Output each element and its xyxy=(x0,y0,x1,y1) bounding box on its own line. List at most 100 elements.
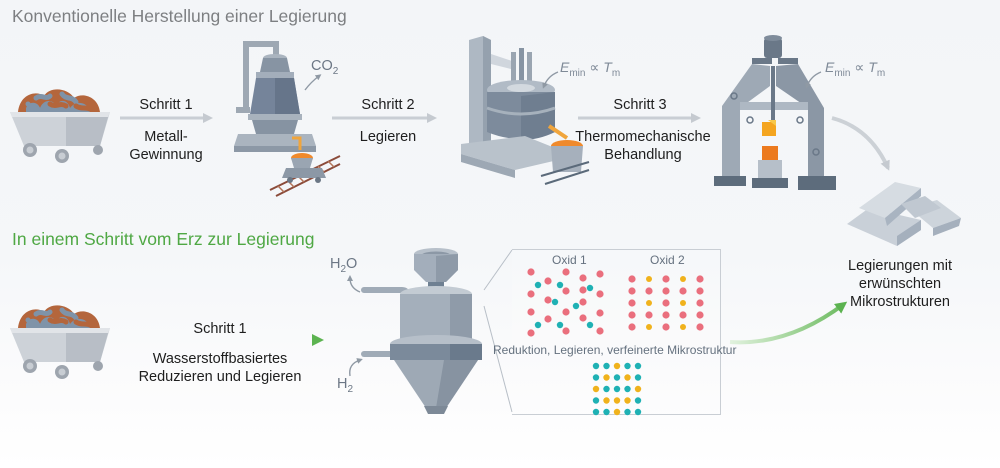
oxide1-metal-atom xyxy=(527,268,535,276)
one-step-description-line2: Reduzieren und Legieren xyxy=(138,369,302,385)
one-step-route-title: In einem Schritt vom Erz zur Legierung xyxy=(12,229,315,249)
oxide2-atom xyxy=(696,311,704,319)
alloy-atom xyxy=(634,374,642,381)
oxide1-interstitial-atom xyxy=(534,281,542,289)
alloy-atom xyxy=(592,385,600,393)
alloy-atom xyxy=(624,374,631,381)
step2-description-line1: Legieren xyxy=(359,129,417,145)
alloy-atom xyxy=(634,408,642,416)
step1-label: Schritt 1 xyxy=(139,97,193,113)
oxide2-atom xyxy=(696,323,704,331)
oxide1-metal-atom xyxy=(562,327,570,335)
oxide2-atom xyxy=(696,275,704,283)
oxide1-interstitial-atom xyxy=(551,298,559,306)
oxide2-atom xyxy=(662,323,670,331)
alloy-atom xyxy=(592,408,600,416)
step1-description: Metall- Gewinnung xyxy=(118,128,214,164)
oxide2-atom xyxy=(696,287,704,295)
step2-arrow xyxy=(332,113,437,123)
oxide1-metal-atom xyxy=(544,296,552,304)
alloy-atom xyxy=(613,362,621,370)
oxide2-atom xyxy=(662,311,670,319)
result-label-line1: Legierungen mit xyxy=(848,258,952,274)
forging-press-icon xyxy=(714,35,836,190)
oxide2-label: Oxid 2 xyxy=(650,253,685,267)
oxide1-metal-atom xyxy=(544,277,552,285)
oxide1-metal-atom xyxy=(579,298,587,306)
co2-label: CO2 xyxy=(311,58,339,77)
oxide1-interstitial-atom xyxy=(586,284,594,292)
h2o-exhaust-arrow xyxy=(347,275,361,293)
oxide2-atom xyxy=(662,299,670,307)
alloy-atom xyxy=(592,362,600,370)
step3-description-line2: Behandlung xyxy=(604,147,682,163)
step3-label: Schritt 3 xyxy=(613,97,667,113)
oxide2-atom xyxy=(646,300,652,306)
conventional-route-title: Konventionelle Herstellung einer Legieru… xyxy=(12,6,347,26)
oxide1-interstitial-atom xyxy=(586,321,594,329)
one-step-description: Wasserstoffbasiertes Reduzieren und Legi… xyxy=(130,350,310,386)
oxide1-metal-atom xyxy=(579,286,587,294)
oxide1-metal-atom xyxy=(596,290,604,298)
h2-label: H2 xyxy=(337,376,354,395)
step2-description: Legieren xyxy=(340,128,436,146)
result-label-line2: erwünschten xyxy=(858,276,942,292)
step3-description: Thermomechanische Behandlung xyxy=(568,128,718,164)
press-to-ingots-arrow xyxy=(831,116,890,171)
oxide1-metal-atom xyxy=(527,329,535,337)
alloy-atom xyxy=(613,397,621,404)
step3-arrow xyxy=(578,113,701,123)
oxide1-metal-atom xyxy=(544,315,552,323)
oxide1-interstitial-atom xyxy=(556,281,564,289)
oxide2-atom xyxy=(628,275,636,283)
zoom-connector-lines xyxy=(483,249,513,413)
oxide2-atom xyxy=(628,323,636,331)
oxide2-atom xyxy=(679,311,687,319)
oxide2-atom xyxy=(696,299,704,307)
alloy-atom xyxy=(624,408,631,416)
oxide2-atom xyxy=(646,324,652,330)
ingots-icon xyxy=(847,182,961,246)
oxide2-atom xyxy=(645,287,653,295)
alloy-atom xyxy=(603,374,610,381)
alloy-atom xyxy=(603,385,610,393)
hydrogen-reactor-icon xyxy=(361,248,482,414)
oxide2-atom xyxy=(628,311,636,319)
alloy-atom xyxy=(613,374,621,381)
blast-furnace-icon xyxy=(234,41,341,197)
oxide1-metal-atom xyxy=(562,287,570,295)
co2-emission-arrow xyxy=(304,74,322,91)
oxide2-atom xyxy=(645,311,653,319)
alloy-atom xyxy=(592,374,600,381)
alloy-atom xyxy=(634,385,642,393)
alloying-furnace-icon xyxy=(461,36,590,185)
alloy-atom xyxy=(634,397,642,404)
step2-label: Schritt 2 xyxy=(361,97,415,113)
step3-description-line1: Thermomechanische xyxy=(575,129,711,145)
alloy-atom xyxy=(624,362,631,370)
oxide2-atom xyxy=(679,287,687,295)
alloy-atom xyxy=(624,397,631,404)
oxide2-atom xyxy=(680,324,686,330)
step1-arrow xyxy=(120,113,213,123)
alloy-atom xyxy=(603,362,610,370)
h2-inlet-arrow xyxy=(349,358,363,377)
oxide1-metal-atom xyxy=(527,308,535,316)
alloy-atom xyxy=(603,408,610,416)
alloy-atom xyxy=(634,362,642,370)
oxide2-atom xyxy=(646,276,652,282)
energy-formula-1: Emin ∝ Tm xyxy=(560,59,621,79)
oxide1-metal-atom xyxy=(596,270,604,278)
step1-description-line1: Metall- xyxy=(144,129,188,145)
one-step-arrow xyxy=(124,334,324,346)
step1-description-line2: Gewinnung xyxy=(129,147,203,163)
oxide1-metal-atom xyxy=(562,268,570,276)
one-step-label: Schritt 1 xyxy=(193,321,247,337)
oxide1-interstitial-atom xyxy=(556,321,564,329)
result-label-line3: Mikrostrukturen xyxy=(850,294,950,310)
h2o-label: H2O xyxy=(330,256,358,275)
alloy-atom xyxy=(624,385,631,393)
oxide1-metal-atom xyxy=(596,309,604,317)
oxide2-atom xyxy=(628,287,636,295)
